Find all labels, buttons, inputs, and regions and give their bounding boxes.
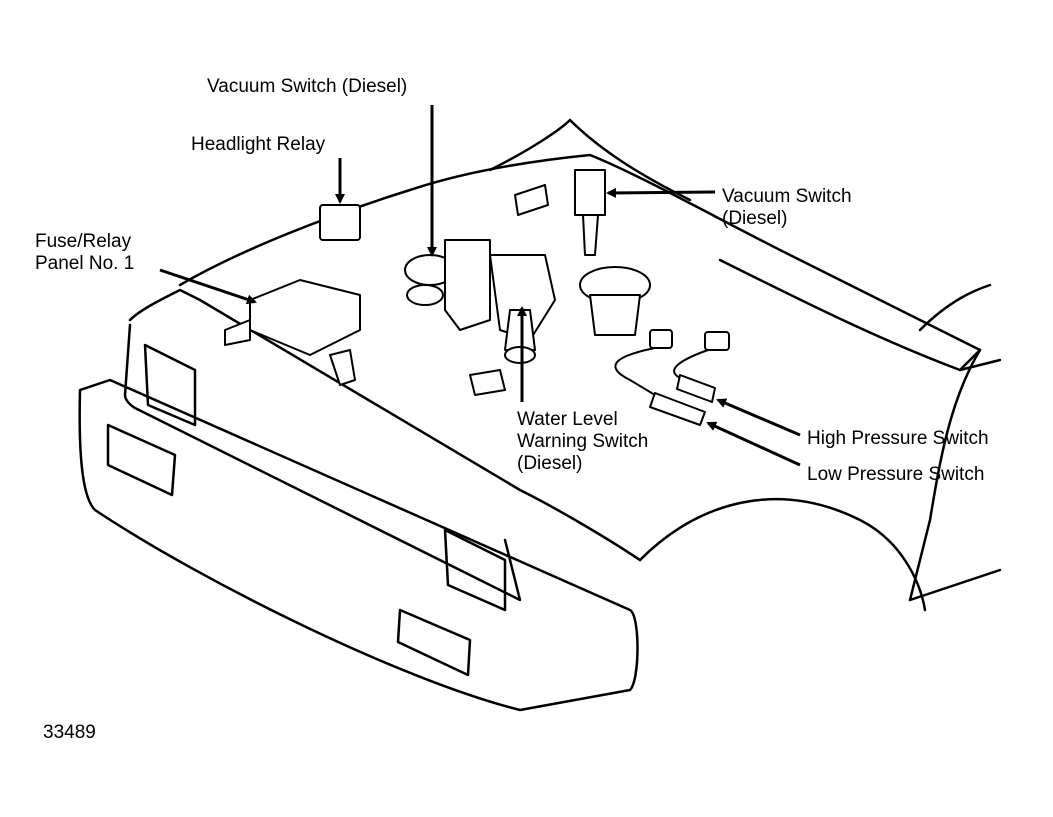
pressure-connector-2 [704,331,730,351]
high-pressure-switch [676,374,716,403]
grille-outline [123,323,522,602]
engine-component [444,239,491,331]
label-vacuum-switch-right-line1: Vacuum Switch [722,186,852,207]
right-fender [638,497,927,612]
label-water-level-line3: (Diesel) [517,453,583,474]
fuse-panel-bracket [224,319,356,386]
vacuum-switch-right-body [574,169,606,216]
label-vacuum-switch-right: Vacuum Switch (Diesel) [722,186,852,230]
vacuum-switch-top-body2 [406,284,444,306]
arrow-vacuum-switch-right [606,187,716,198]
vacuum-switch-right-stem [582,214,599,256]
a-pillar [918,283,992,332]
fuse-relay-panel [249,279,361,356]
label-low-pressure-switch: Low Pressure Switch [807,464,985,485]
pressure-wire-1 [614,347,656,396]
fender-line [908,348,982,602]
arrow-fuse-relay-panel [159,268,257,305]
label-fuse-relay-line1: Fuse/Relay [35,231,132,252]
label-vacuum-switch-right-line2: (Diesel) [722,208,788,229]
pressure-wire-2 [673,349,709,379]
right-headlight [443,528,507,612]
label-water-level: Water Level Warning Switch (Diesel) [517,409,648,475]
arrow-high-pressure [716,398,801,437]
water-level-switch [504,309,536,351]
figure-number: 33489 [43,722,96,743]
front-bumper [78,378,639,712]
label-headlight-relay: Headlight Relay [191,134,326,155]
water-level-switch-cap [504,346,536,364]
label-high-pressure-switch: High Pressure Switch [807,428,989,449]
body-side [908,358,1002,602]
label-water-level-line2: Warning Switch [517,431,649,452]
front-fascia [128,288,642,562]
pressure-connector-1 [649,329,673,349]
left-headlight [143,343,197,427]
vacuum-connector [514,184,549,216]
engine-component-2 [489,254,556,341]
water-level-connector [469,369,506,396]
low-pressure-switch [649,392,706,426]
brake-booster-body [589,294,641,336]
left-fog-light [106,423,177,497]
label-water-level-line1: Water Level [517,409,618,430]
hood-outline [178,153,982,372]
right-fog-light [396,608,472,677]
label-vacuum-switch-top: Vacuum Switch (Diesel) [207,76,408,97]
arrow-low-pressure [706,421,801,467]
label-fuse-relay-panel: Fuse/Relay Panel No. 1 [35,231,134,275]
headlight-relay [319,204,361,241]
label-fuse-relay-line2: Panel No. 1 [35,253,135,274]
